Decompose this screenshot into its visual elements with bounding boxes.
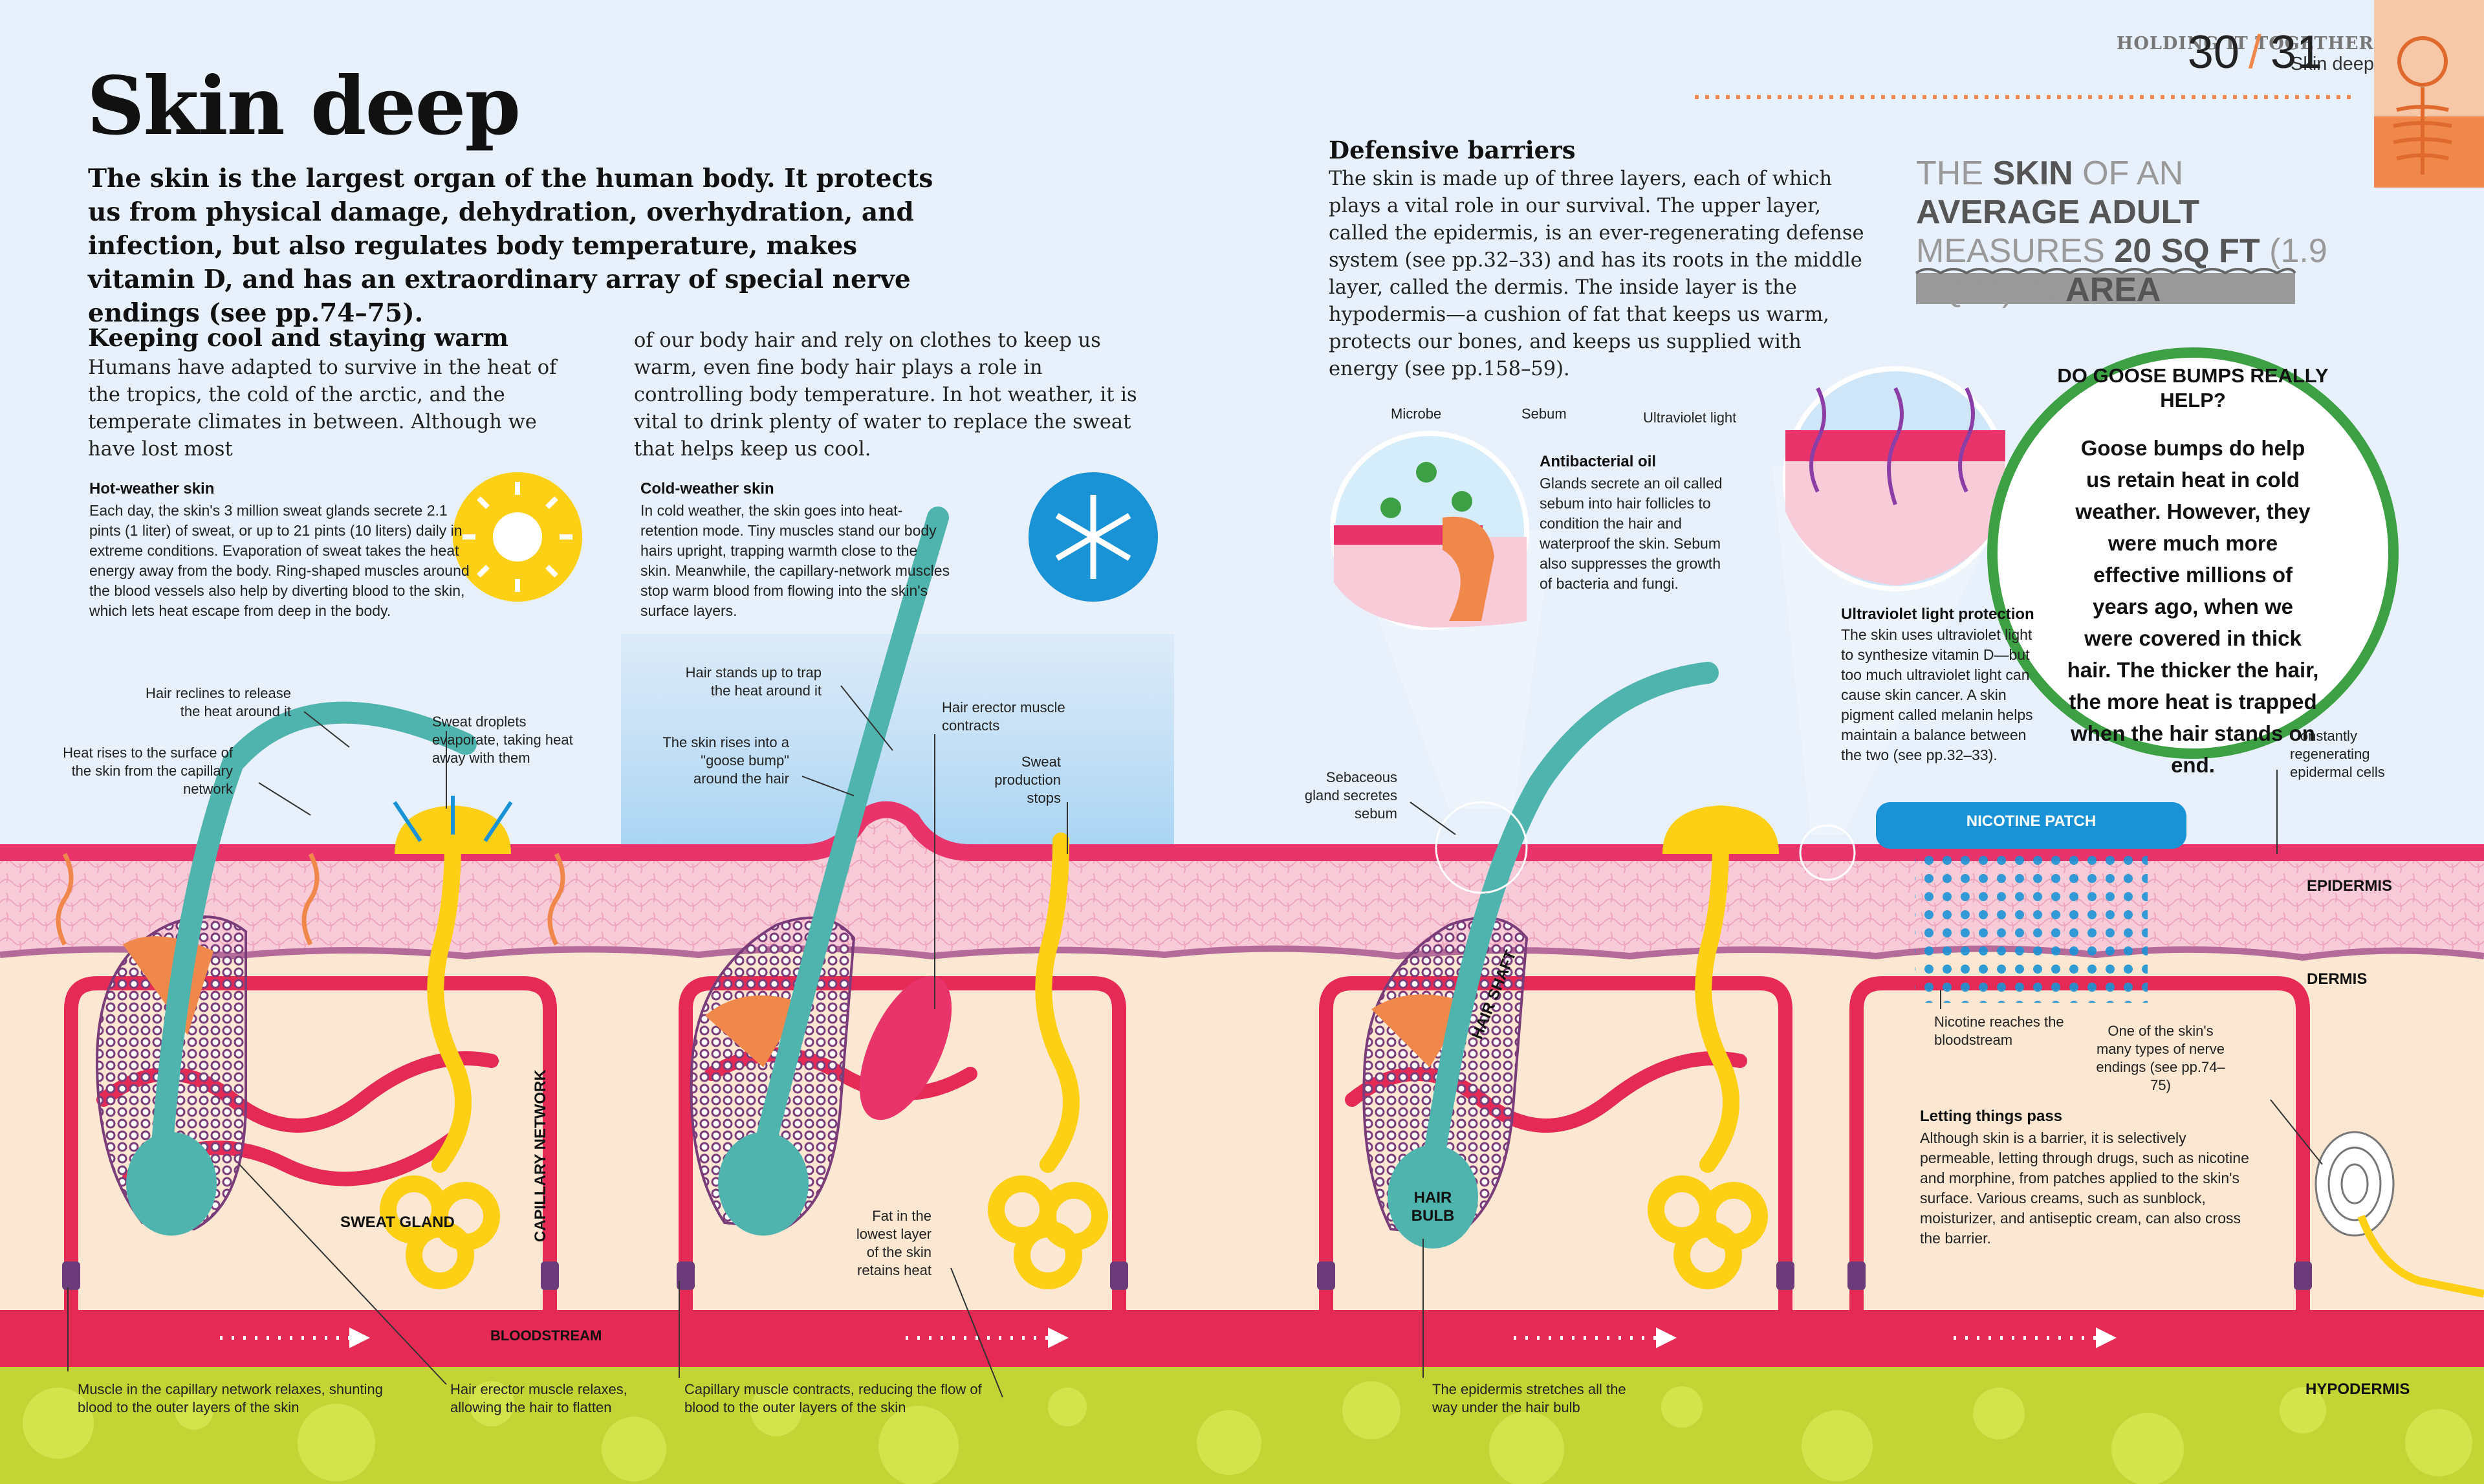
label-epidermis: EPIDERMIS [2307, 877, 2393, 895]
label-sweat-droplets: Sweat droplets evaporate, taking heat aw… [432, 714, 573, 766]
antibacterial-heading: Antibacterial oil [1540, 453, 1657, 470]
page-title: Skin deep [87, 60, 521, 153]
label-capillary-network: CAPILLARY NETWORK [532, 1069, 549, 1242]
cold-weather-text: In cold weather, the skin goes into heat… [640, 502, 950, 619]
label-constantly: Constantly regenerating epidermal cells [2290, 728, 2385, 780]
subsection-name: Skin deep [2291, 54, 2374, 74]
letting-text: Although skin is a barrier, it is select… [1920, 1129, 2249, 1247]
cool-warm-col2: of our body hair and rely on clothes to … [634, 329, 1137, 461]
label-goose-bump: The skin rises into a "goose bump" aroun… [662, 734, 789, 787]
section-name: HOLDING IT TOGETHER [2116, 34, 2374, 54]
label-hair-bulb: HAIR BULB [1397, 1189, 1468, 1225]
goose-title: DO GOOSE BUMPS REALLY HELP? [2057, 364, 2329, 411]
letting-heading: Letting things pass [1920, 1108, 2063, 1125]
cold-sweat-gland [988, 833, 1108, 1289]
cool-warm-heading: Keeping cool and staying warm [88, 323, 509, 352]
fact-p7: (1.9 SQ M) IN [1916, 232, 2327, 309]
label-hair-reclines: Hair reclines to release the heat around… [146, 685, 291, 719]
nicotine-patch [1876, 802, 2186, 849]
label-erector-contracts: Hair erector muscle contracts [942, 699, 1065, 734]
fact-p2: SKIN [1992, 155, 2073, 192]
fact-p6: 20 SQ FT [2114, 232, 2260, 270]
fact-p5: MEASURES [1916, 232, 2105, 270]
uv-callout-ring [1799, 824, 1856, 881]
label-sweat-stops: Sweat production stops [994, 754, 1061, 806]
antibacterial-text: Glands secrete an oil called sebum into … [1540, 475, 1723, 592]
label-hair-bulb-1: HAIR [1413, 1189, 1452, 1206]
fact-p1: THE [1916, 155, 1983, 192]
fact-p4: AVERAGE ADULT [1916, 193, 2200, 231]
label-uv-light: Ultraviolet light [1643, 409, 1737, 426]
uv-heading: Ultraviolet light protection [1841, 606, 2034, 623]
cold-hair-follicle [690, 507, 952, 1236]
epidermis-surface [0, 801, 2484, 861]
label-nerve-endings: One of the skin's many types of nerve en… [2096, 1023, 2225, 1093]
label-hair-stands: Hair stands up to trap the heat around i… [685, 664, 822, 699]
fat-cells [23, 1381, 2472, 1484]
label-erector-relaxes: Hair erector muscle relaxes, allowing th… [450, 1381, 627, 1415]
label-hypodermis: HYPODERMIS [2305, 1380, 2410, 1398]
hot-weather-text: Each day, the skin's 3 million sweat gla… [89, 502, 470, 619]
defense-hair-follicle [1362, 662, 1719, 1249]
leader-lines [67, 685, 2323, 1398]
running-head: HOLDING IT TOGETHER Skin deep [2117, 34, 2374, 75]
hot-sweat-gland [380, 833, 500, 1289]
magnifier-uv [1783, 366, 2008, 591]
label-nicotine-patch: NICOTINE PATCH [1966, 813, 2097, 830]
label-muscle-relaxes: Muscle in the capillary network relaxes,… [78, 1381, 384, 1415]
magnifier-sebum [1330, 431, 1529, 630]
goose-text: Goose bumps do help us retain heat in co… [2067, 436, 2319, 777]
label-fat-layer: Fat in the lowest layer of the skin reta… [856, 1208, 932, 1278]
page-numbers: 30/31 [2188, 26, 2322, 79]
label-sebaceous: Sebaceous gland secretes sebum [1304, 769, 1397, 822]
skeleton-icon [2393, 36, 2452, 175]
cold-weather-heading: Cold-weather skin [640, 480, 774, 497]
label-sweat-gland: SWEAT GLAND [340, 1214, 455, 1231]
goose-bump-badge [1987, 347, 2399, 759]
label-nicotine-reaches: Nicotine reaches the bloodstream [1934, 1014, 2064, 1048]
nerve-ending [2315, 1131, 2484, 1298]
label-epidermis-stretches: The epidermis stretches all the way unde… [1432, 1381, 1626, 1415]
cool-warm-col1: Humans have adapted to survive in the he… [88, 356, 557, 461]
sebum-callout-ring [1435, 801, 1528, 894]
defensive-text: The skin is made up of three layers, eac… [1329, 168, 1864, 380]
hot-hair-follicle [95, 701, 477, 1236]
sun-icon [453, 472, 582, 602]
uv-text: The skin uses ultraviolet light to synth… [1841, 626, 2033, 763]
page-left: 30 [2187, 27, 2239, 78]
fact-bar [1916, 273, 2295, 304]
label-bloodstream: BLOODSTREAM [490, 1327, 602, 1344]
label-microbe: Microbe [1391, 406, 1442, 422]
page-right: 31 [2270, 27, 2322, 78]
label-capillary-contracts: Capillary muscle contracts, reducing the… [684, 1381, 982, 1415]
defensive-heading: Defensive barriers [1329, 136, 1576, 164]
nicotine-dots [1915, 854, 2148, 1003]
fact-p8: AREA [2065, 271, 2161, 309]
heat-waves [56, 853, 565, 946]
intro-paragraph: The skin is the largest organ of the hum… [88, 164, 933, 328]
fact-p3: OF AN [2082, 155, 2184, 192]
label-heat-rises: Heat rises to the surface of the skin fr… [63, 745, 233, 797]
snowflake-icon [1029, 472, 1158, 602]
hot-weather-heading: Hot-weather skin [89, 480, 215, 497]
page-separator: / [2248, 27, 2261, 78]
label-sebum: Sebum [1521, 406, 1567, 422]
defense-sweat-gland [1648, 833, 1768, 1289]
evaporation-arrows [393, 796, 513, 842]
label-hair-bulb-2: BULB [1411, 1207, 1455, 1225]
skin-area-fact: THE SKIN OF AN AVERAGE ADULT MEASURES 20… [1916, 154, 2330, 309]
label-dermis: DERMIS [2307, 970, 2368, 988]
ring-muscles [62, 1261, 2312, 1290]
